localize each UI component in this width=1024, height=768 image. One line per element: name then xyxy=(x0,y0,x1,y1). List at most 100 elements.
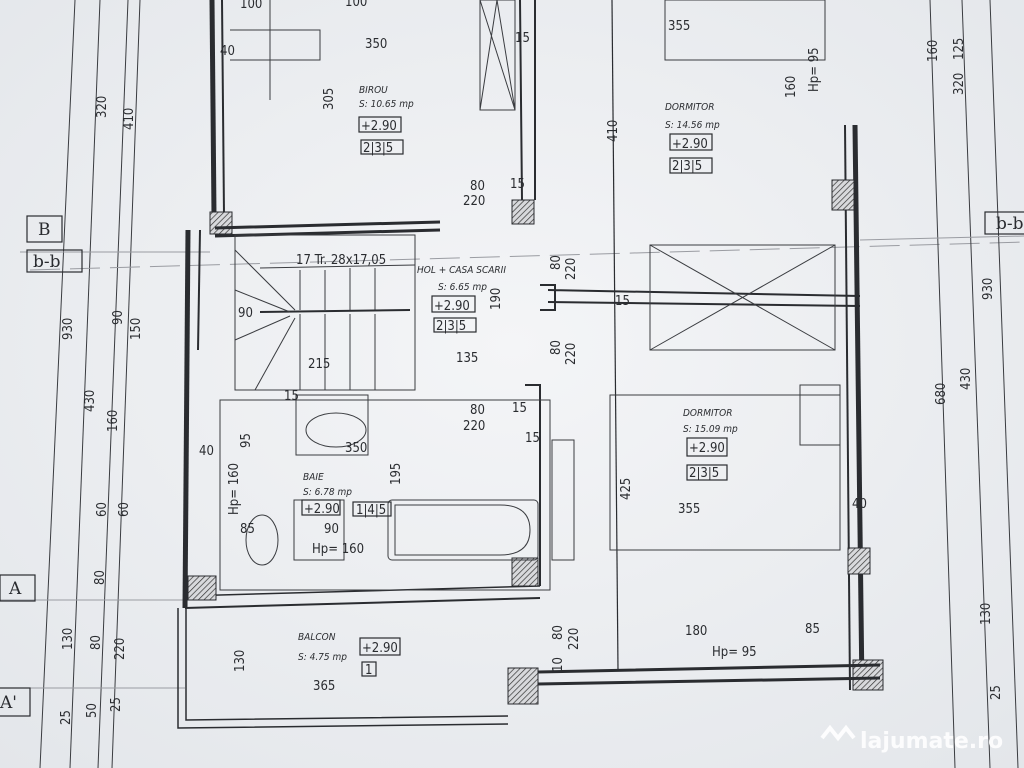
room-level: +2.90 xyxy=(434,299,470,314)
dim: 130 xyxy=(979,603,994,625)
dim: 125 xyxy=(952,38,967,60)
room-code: 2|3|5 xyxy=(436,319,466,334)
dim: Hp= 160 xyxy=(312,542,364,557)
dim: 180 xyxy=(685,624,707,639)
dim: 60 xyxy=(117,502,132,517)
room-code: 2|3|5 xyxy=(363,141,393,156)
dim: 85 xyxy=(240,522,255,537)
dim: 80 xyxy=(89,635,104,650)
dim: 150 xyxy=(129,318,144,340)
dim: 15 xyxy=(515,31,530,46)
watermark-text: lajumate.ro xyxy=(860,729,1003,754)
dim: 350 xyxy=(345,441,367,456)
dim: 220 xyxy=(113,638,128,660)
dim: 50 xyxy=(85,703,100,718)
room-baie: BAIE S: 6.78 mp +2.90 1|4|5 xyxy=(301,472,392,518)
room-name: BIROU xyxy=(359,85,388,96)
dim: 305 xyxy=(322,88,337,110)
dim: 80 xyxy=(470,403,485,418)
dim: 25 xyxy=(989,685,1004,700)
dim: 430 xyxy=(83,390,98,412)
dim: 80 xyxy=(93,570,108,585)
dim: 425 xyxy=(619,478,634,500)
room-code: 2|3|5 xyxy=(672,159,702,174)
dim: 160 xyxy=(106,410,121,432)
dim: 195 xyxy=(389,463,404,485)
room-area: S: 6.78 mp xyxy=(303,487,352,498)
dim: 160 xyxy=(784,76,799,98)
room-area: S: 6.65 mp xyxy=(438,282,487,293)
dim: Hp= 95 xyxy=(712,645,757,660)
room-name: BAIE xyxy=(303,472,324,483)
dim: 95 xyxy=(239,433,254,448)
room-code: 1 xyxy=(365,663,372,678)
dim: 220 xyxy=(463,419,485,434)
dim: 220 xyxy=(567,628,582,650)
dim: 410 xyxy=(122,108,137,130)
dim: 130 xyxy=(233,650,248,672)
dim: 355 xyxy=(678,502,700,517)
dim: 90 xyxy=(324,522,339,537)
room-name: HOL + CASA SCARII xyxy=(417,265,506,276)
dim: 90 xyxy=(238,306,253,321)
room-level: +2.90 xyxy=(304,502,340,517)
dim: 100 xyxy=(345,0,367,10)
right-dimension-lines xyxy=(859,0,1024,768)
dim: Hp= 160 xyxy=(227,463,242,515)
dimension-labels: 100 100 350 40 305 15 355 160 Hp= 95 410… xyxy=(59,0,1004,725)
dim: 80 xyxy=(549,340,564,355)
room-area: S: 4.75 mp xyxy=(298,652,347,663)
dim: 80 xyxy=(549,255,564,270)
room-hol: HOL + CASA SCARII S: 6.65 mp +2.90 2|3|5 xyxy=(417,265,506,334)
axis-a: A xyxy=(8,579,22,599)
room-name: BALCON xyxy=(298,632,336,643)
dim: 15 xyxy=(284,389,299,404)
room-name: DORMITOR xyxy=(665,102,715,113)
watermark: lajumate.ro xyxy=(820,724,1003,754)
dim: 15 xyxy=(510,177,525,192)
dim: Hp= 95 xyxy=(807,47,822,92)
dim: 80 xyxy=(470,179,485,194)
room-code: 2|3|5 xyxy=(689,466,719,481)
walls xyxy=(177,0,884,729)
axis-b-b-right: b-b xyxy=(996,214,1024,234)
dim: 10 xyxy=(551,657,566,672)
dim: 25 xyxy=(59,710,74,725)
dim: 365 xyxy=(313,679,335,694)
room-level: +2.90 xyxy=(361,119,397,134)
dim: 130 xyxy=(61,628,76,650)
room-level: +2.90 xyxy=(362,641,398,656)
dim: 220 xyxy=(564,343,579,365)
room-area: S: 15.09 mp xyxy=(683,424,738,435)
dim: 220 xyxy=(463,194,485,209)
room-name: DORMITOR xyxy=(683,408,733,419)
room-level: +2.90 xyxy=(689,441,725,456)
dim: 190 xyxy=(489,288,504,310)
staircase xyxy=(234,234,416,391)
room-labels: BIROU S: 10.65 mp +2.90 2|3|5 DORMITOR S… xyxy=(296,85,738,678)
room-dormitor-top: DORMITOR S: 14.56 mp +2.90 2|3|5 xyxy=(665,102,720,174)
dim: 220 xyxy=(564,258,579,280)
room-level: +2.90 xyxy=(672,137,708,152)
fixtures xyxy=(219,0,841,591)
dim: 15 xyxy=(512,401,527,416)
dim: 15 xyxy=(525,431,540,446)
dim: 680 xyxy=(934,383,949,405)
dim: 135 xyxy=(456,351,478,366)
axis-a-prime: A' xyxy=(0,693,17,713)
dim: 320 xyxy=(95,96,110,118)
stairs-label: 17 Tr. 28x17,05 xyxy=(296,253,386,268)
dim: 930 xyxy=(981,278,996,300)
dim: 215 xyxy=(308,357,330,372)
dim: 85 xyxy=(805,622,820,637)
dim: 60 xyxy=(95,502,110,517)
dim: 15 xyxy=(615,294,630,309)
room-code: 1|4|5 xyxy=(356,503,386,518)
dim: 930 xyxy=(61,318,76,340)
room-birou: BIROU S: 10.65 mp +2.90 2|3|5 xyxy=(358,85,414,156)
dim: 160 xyxy=(926,40,941,62)
room-dormitor-bottom: DORMITOR S: 15.09 mp +2.90 2|3|5 xyxy=(683,408,738,481)
